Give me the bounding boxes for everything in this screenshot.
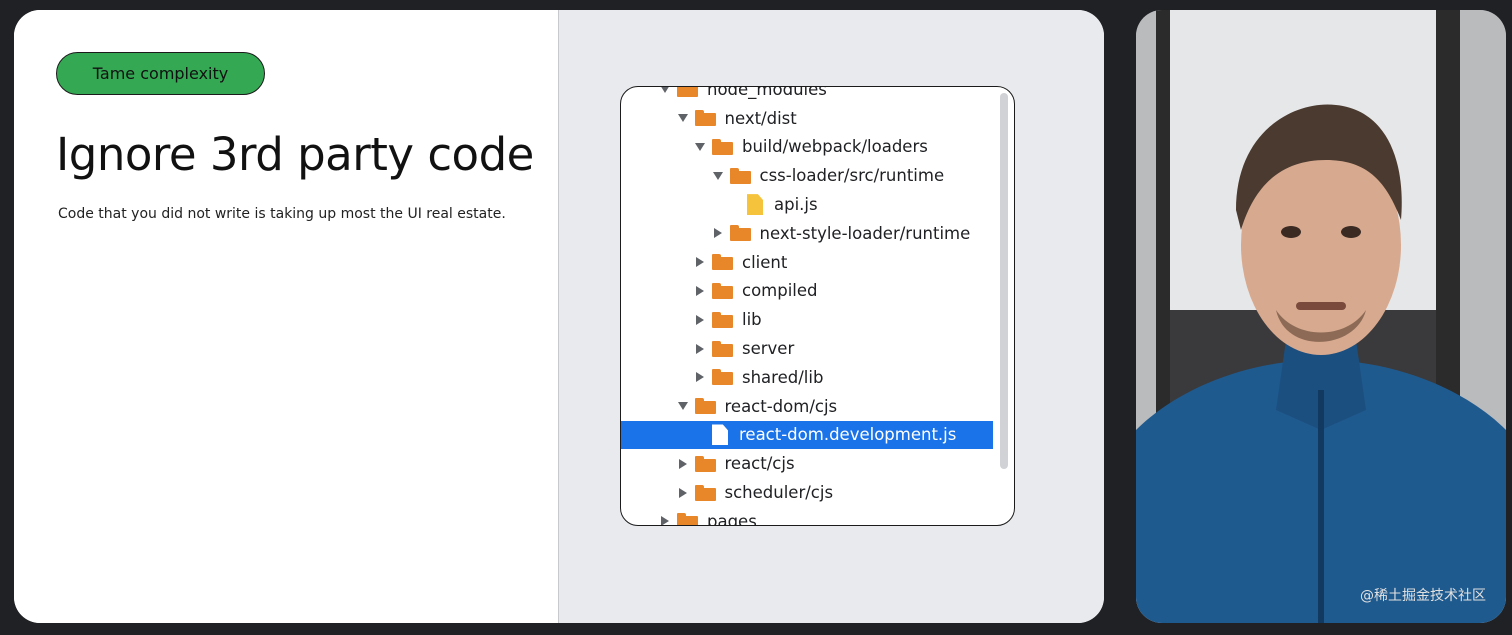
file-tree: node_modules next/dist build/webpack/loade… [621, 86, 993, 526]
tree-item-label: build/webpack/loaders [742, 137, 928, 157]
tree-item-label: css-loader/src/runtime [759, 166, 945, 186]
tree-item-label: lib [742, 310, 762, 330]
tree-item-label: server [742, 339, 795, 359]
expand-arrow-down-icon[interactable] [677, 400, 689, 412]
tree-item-label: pages [707, 511, 757, 526]
folder-icon [712, 254, 733, 271]
tree-item-label: node_modules [707, 86, 827, 99]
collapse-arrow-right-icon[interactable] [712, 227, 724, 239]
collapse-arrow-right-icon[interactable] [694, 371, 706, 383]
tree-folder-row[interactable]: compiled [621, 277, 993, 306]
folder-icon [729, 167, 751, 184]
tree-item-label: client [742, 252, 788, 272]
tree-folder-row[interactable]: client [621, 248, 993, 277]
slide-left-panel: Tame complexity Ignore 3rd party code Co… [14, 10, 558, 623]
tree-item-label: react-dom.development.js [739, 425, 957, 445]
tree-item-label: scheduler/cjs [724, 483, 834, 503]
tree-item-label: react-dom/cjs [724, 396, 838, 416]
expand-arrow-down-icon[interactable] [677, 112, 689, 124]
tree-item-label: next-style-loader/runtime [759, 223, 971, 243]
slide-title: Ignore 3rd party code [56, 128, 534, 181]
expand-arrow-down-icon[interactable] [694, 141, 706, 153]
folder-icon [694, 484, 716, 501]
js-file-icon [747, 194, 763, 216]
folder-icon [694, 110, 716, 127]
tree-folder-row[interactable]: next/dist [621, 104, 993, 133]
collapse-arrow-right-icon[interactable] [694, 314, 706, 326]
collapse-arrow-right-icon[interactable] [659, 515, 671, 525]
presenter-image [1136, 10, 1506, 623]
tree-file-row[interactable]: react-dom.development.js [621, 420, 993, 450]
collapse-arrow-right-icon[interactable] [677, 487, 689, 499]
file-tree-scrollbar[interactable] [1000, 93, 1008, 469]
tree-folder-row[interactable]: server [621, 334, 993, 363]
collapse-arrow-right-icon[interactable] [694, 343, 706, 355]
no-arrow-spacer [694, 429, 706, 441]
folder-icon [712, 138, 733, 155]
presenter-video: @稀土掘金技术社区 [1136, 10, 1506, 623]
folder-icon [677, 513, 698, 525]
folder-icon [712, 340, 733, 357]
expand-arrow-down-icon[interactable] [712, 170, 724, 182]
tag-pill: Tame complexity [56, 52, 265, 95]
tree-folder-row[interactable]: build/webpack/loaders [621, 133, 993, 162]
slide-divider [558, 10, 559, 623]
folder-icon [694, 398, 716, 415]
tree-item-label: react/cjs [724, 454, 795, 474]
tree-folder-row[interactable]: next-style-loader/runtime [621, 219, 993, 248]
tree-folder-row[interactable]: react/cjs [621, 449, 993, 478]
collapse-arrow-right-icon[interactable] [694, 256, 706, 268]
folder-icon [694, 455, 716, 472]
file-icon [712, 424, 728, 446]
tree-folder-row[interactable]: shared/lib [621, 363, 993, 392]
tree-item-label: api.js [774, 195, 818, 215]
folder-icon [712, 282, 733, 299]
slide-subtitle: Code that you did not write is taking up… [58, 206, 506, 222]
collapse-arrow-right-icon[interactable] [694, 285, 706, 297]
file-tree-panel: node_modules next/dist build/webpack/loade… [620, 86, 1015, 526]
tree-item-label: shared/lib [742, 367, 824, 387]
tree-folder-row[interactable]: react-dom/cjs [621, 392, 993, 421]
folder-icon [729, 225, 751, 242]
no-arrow-spacer [729, 199, 741, 211]
watermark: @稀土掘金技术社区 [1360, 588, 1486, 604]
tree-item-label: next/dist [724, 108, 797, 128]
folder-icon [677, 87, 698, 98]
expand-arrow-down-icon[interactable] [659, 87, 671, 95]
tree-folder-row[interactable]: scheduler/cjs [621, 478, 993, 507]
folder-icon [712, 369, 733, 386]
tree-folder-row[interactable]: lib [621, 305, 993, 334]
tree-file-row[interactable]: api.js [621, 190, 993, 219]
collapse-arrow-right-icon[interactable] [677, 458, 689, 470]
tree-folder-row[interactable]: pages [621, 507, 993, 526]
folder-icon [712, 311, 733, 328]
tree-item-label: compiled [742, 281, 818, 301]
tree-folder-row[interactable]: css-loader/src/runtime [621, 161, 993, 190]
tag-pill-label: Tame complexity [92, 64, 229, 83]
tree-folder-row[interactable]: node_modules [621, 86, 993, 104]
